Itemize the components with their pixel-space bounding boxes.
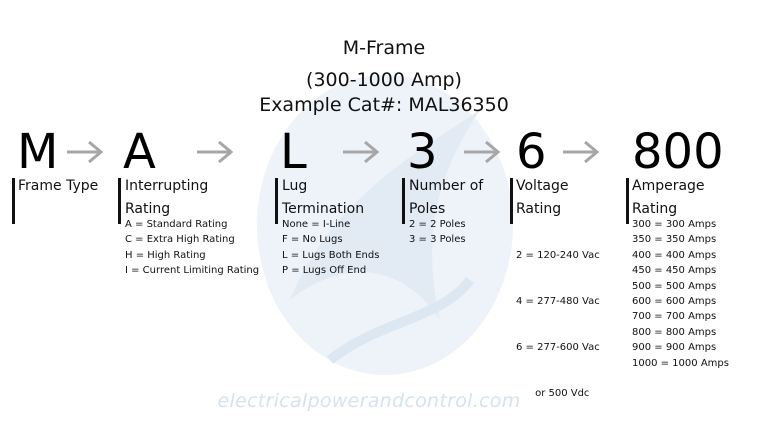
code-voltage-rating: 6 (516, 124, 547, 180)
option-item: C = Extra High Rating (125, 234, 235, 246)
heading-line: Rating (516, 201, 562, 217)
option-item: 500 = 500 Amps (632, 280, 717, 292)
title-line-2: (300-1000 Amp) (306, 69, 462, 91)
heading-line: Rating (632, 201, 678, 217)
option-item: 6 = 277-600 Vac (516, 342, 600, 354)
code-lug-termination: L (280, 124, 307, 180)
option-item: 450 = 450 Amps (632, 265, 717, 277)
arrow-right-icon (563, 140, 600, 164)
option-item: None = I-Line (282, 219, 351, 230)
option-item: 400 = 400 Amps (632, 249, 717, 261)
arrow-right-icon (67, 140, 104, 164)
title-line-1: M-Frame (342, 37, 426, 59)
arrow-right-icon (197, 140, 234, 164)
code-interrupting-rating: A (123, 124, 156, 180)
options-list-voltage-rating: 2 = 120-240 Vac 4 = 277-480 Vac 6 = 277-… (516, 217, 600, 417)
arrow-right-icon (464, 140, 501, 164)
heading-line: Poles (409, 201, 446, 217)
option-item: F = No Lugs (282, 234, 343, 246)
heading-line: Termination (282, 201, 365, 217)
option-item: 2 = 2 Poles (409, 219, 466, 230)
option-item: 2 = 120-240 Vac (516, 249, 600, 261)
heading-line: Lug (282, 178, 308, 194)
option-item: 600 = 600 Amps (632, 296, 717, 308)
heading-interrupting-rating: Interrupting Rating (125, 175, 208, 221)
option-item: 350 = 350 Amps (632, 234, 717, 246)
watermark-url: electricalpowerandcontrol.com (217, 390, 521, 412)
bracket-bar-lug-termination (275, 178, 278, 224)
heading-frame-type: Frame Type (18, 175, 98, 198)
option-item: P = Lugs Off End (282, 265, 367, 277)
options-list-lug-termination: None = I-Line F = No Lugs L = Lugs Both … (282, 217, 379, 279)
option-item: 800 = 800 Amps (632, 326, 717, 338)
option-item: 900 = 900 Amps (632, 342, 717, 354)
options-list-number-of-poles: 2 = 2 Poles 3 = 3 Poles (409, 217, 466, 248)
bracket-bar-voltage-rating (510, 178, 513, 224)
heading-amperage-rating: Amperage Rating (632, 175, 705, 221)
options-list-amperage-rating: 300 = 300 Amps 350 = 350 Amps 400 = 400 … (632, 217, 729, 371)
option-item: I = Current Limiting Rating (125, 265, 260, 277)
options-list-interrupting-rating: A = Standard Rating C = Extra High Ratin… (125, 217, 259, 279)
code-number-of-poles: 3 (407, 124, 438, 180)
heading-line: Voltage (516, 178, 569, 194)
heading-line: Amperage (632, 178, 705, 194)
heading-number-of-poles: Number of Poles (409, 175, 483, 221)
bracket-bar-number-of-poles (402, 178, 405, 224)
option-item: 3 = 3 Poles (409, 234, 466, 246)
option-item: H = High Rating (125, 249, 206, 261)
option-item: L = Lugs Both Ends (282, 249, 380, 261)
arrow-right-icon (343, 140, 380, 164)
heading-line: Rating (125, 201, 171, 217)
heading-line: Frame Type (18, 178, 99, 194)
option-item: A = Standard Rating (125, 219, 228, 230)
option-item: 1000 = 1000 Amps (632, 357, 729, 369)
option-item: 4 = 277-480 Vac (516, 296, 600, 308)
code-amperage-rating: 800 (632, 124, 724, 180)
bracket-bar-amperage-rating (626, 178, 629, 224)
bracket-bar-frame-type (12, 178, 15, 224)
heading-line: Number of (409, 178, 484, 194)
bracket-bar-interrupting-rating (118, 178, 121, 224)
option-item: or 500 Vdc (516, 388, 590, 400)
heading-line: Interrupting (125, 178, 209, 194)
title-line-3: Example Cat#: MAL36350 (259, 94, 509, 116)
option-item: 300 = 300 Amps (632, 219, 717, 230)
heading-voltage-rating: Voltage Rating (516, 175, 569, 221)
heading-lug-termination: Lug Termination (282, 175, 364, 221)
option-item: 700 = 700 Amps (632, 311, 717, 323)
code-frame-type: M (17, 124, 59, 180)
